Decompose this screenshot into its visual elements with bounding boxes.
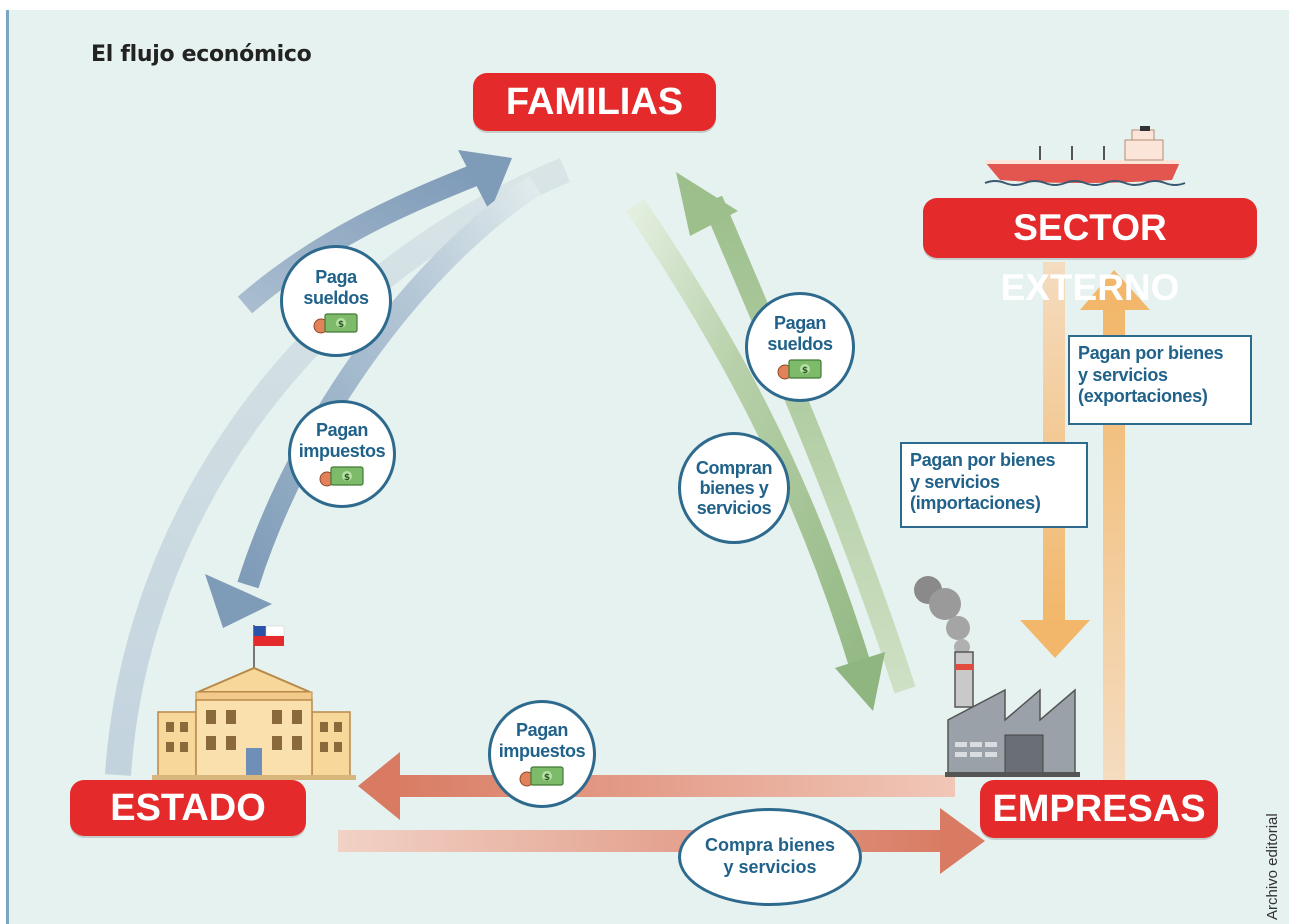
- bubble-line: servicios: [696, 498, 772, 519]
- bubble-pagan-impuestos-familias: Pagan impuestos $: [288, 400, 396, 508]
- bubble-line: bienes y: [699, 477, 769, 498]
- svg-text:$: $: [802, 366, 808, 376]
- bubble-line: Compra bienes: [704, 835, 836, 856]
- label-exportaciones: Pagan por bienes y servicios (exportacio…: [1068, 335, 1252, 425]
- arrow-pagan-impuestos-fam-shaft: [237, 175, 542, 589]
- diagram-title: El flujo económico: [91, 42, 312, 67]
- factory-icon: [914, 576, 1080, 777]
- arrow-exportaciones-head: [1080, 270, 1150, 310]
- bubble-line: sueldos: [303, 287, 369, 308]
- money-icon: $: [313, 313, 358, 334]
- bubble-line: impuestos: [298, 440, 386, 461]
- government-building-icon: [152, 625, 356, 780]
- arrow-compran-shaft: [625, 198, 871, 669]
- label-line: y servicios: [1078, 364, 1168, 385]
- bubble-line: Pagan: [515, 720, 569, 741]
- bubble-compran-bienes: Compran bienes y servicios: [678, 432, 790, 544]
- node-empresas: EMPRESAS: [980, 780, 1218, 838]
- bubble-compra-bienes-estado: Compra bienes y servicios: [678, 808, 862, 906]
- label-line: y servicios: [910, 471, 1000, 492]
- top-margin: [0, 0, 1289, 10]
- bubble-pagan-impuestos-empresas: Pagan impuestos $: [488, 700, 596, 808]
- bubble-line: y servicios: [723, 857, 817, 877]
- node-familias: FAMILIAS: [473, 73, 716, 131]
- svg-text:$: $: [544, 773, 550, 783]
- bubble-line: Pagan: [773, 313, 827, 334]
- ship-icon: [984, 126, 1186, 186]
- arrow-estado-familias-fade: [105, 157, 570, 776]
- bubble-line: impuestos: [498, 740, 586, 761]
- bubble-pagan-sueldos-empresas: Pagan sueldos $: [745, 292, 855, 402]
- label-line: Pagan por bienes: [1078, 343, 1224, 363]
- image-credit: Archivo editorial: [1258, 770, 1288, 920]
- arrow-compran-head: [835, 652, 885, 711]
- label-line: (importaciones): [910, 493, 1041, 514]
- bubble-line: Pagan: [315, 420, 369, 441]
- money-icon: $: [519, 766, 564, 787]
- arrow-compra-bienes-head: [940, 808, 985, 874]
- arrow-paga-sueldos-head: [458, 150, 512, 212]
- label-line: (exportaciones): [1078, 386, 1208, 407]
- arrow-pagan-impuestos-fam-head: [205, 574, 272, 628]
- arrow-pagan-sueldos-emp-shaft: [701, 195, 916, 694]
- node-estado: ESTADO: [70, 780, 306, 836]
- bubble-line: sueldos: [767, 333, 833, 354]
- credit-text: Archivo editorial: [1264, 813, 1281, 920]
- arrow-pagan-impuestos-emp-shaft: [390, 775, 955, 797]
- label-line: Pagan por bienes: [910, 450, 1056, 470]
- bubble-line: Paga: [315, 267, 357, 288]
- money-icon: $: [319, 466, 364, 487]
- bubble-paga-sueldos: Paga sueldos $: [280, 245, 392, 357]
- bubble-line: Compran: [695, 457, 773, 478]
- arrow-pagan-sueldos-emp-head: [676, 172, 738, 236]
- arrow-importaciones-head: [1020, 620, 1090, 658]
- node-sector-externo: SECTOR EXTERNO: [923, 198, 1257, 308]
- arrow-pagan-impuestos-emp-head: [358, 752, 400, 820]
- svg-text:$: $: [344, 473, 350, 483]
- svg-text:$: $: [338, 320, 344, 330]
- label-importaciones: Pagan por bienes y servicios (importacio…: [900, 442, 1088, 528]
- money-icon: $: [777, 359, 822, 380]
- arrow-paga-sueldos-shaft: [237, 164, 480, 314]
